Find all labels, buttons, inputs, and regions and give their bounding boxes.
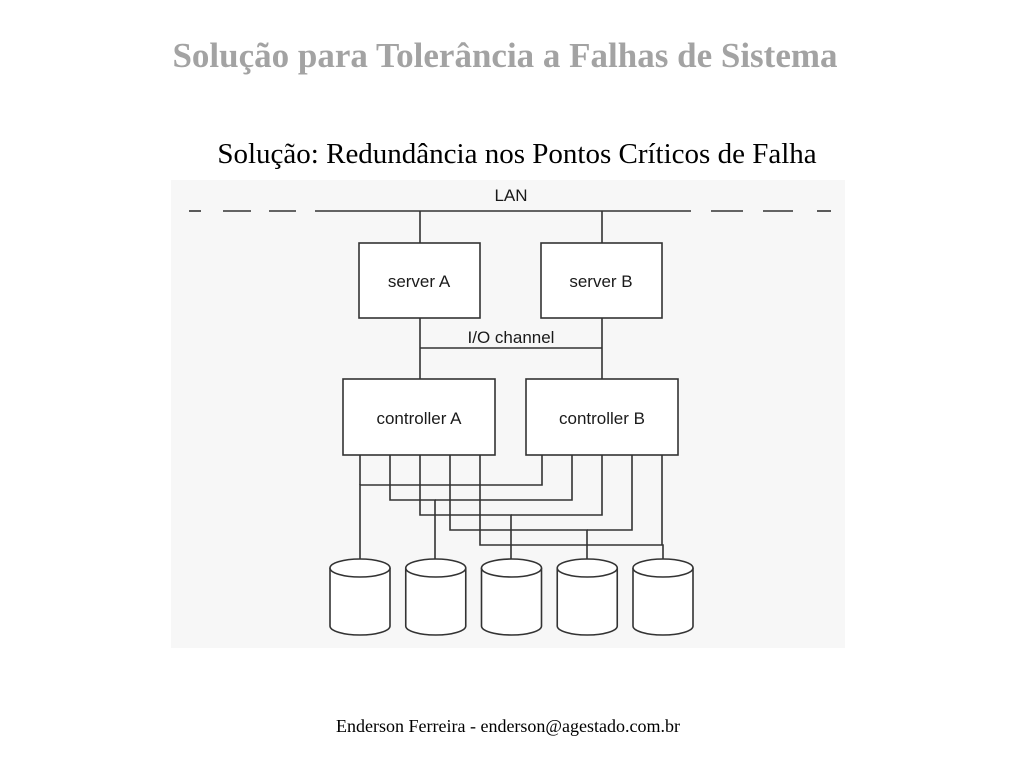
slide-subtitle: Solução: Redundância nos Pontos Críticos… [217, 138, 817, 170]
controller-a-disk-2-wire [389, 455, 436, 560]
disk-cylinder-top [556, 558, 619, 578]
server-b-label: server B [569, 272, 632, 291]
io-channel-label: I/O channel [468, 328, 555, 347]
controller-b-disk-1-wire [359, 455, 543, 560]
controller-a-label: controller A [376, 409, 462, 428]
disk-cylinder-body [329, 568, 391, 636]
server-a-box [358, 242, 481, 319]
controller-a-box [342, 378, 496, 456]
disk-cylinder-top [480, 558, 543, 578]
controller-b-disk-4-wire [587, 455, 633, 531]
diagram-canvas: LAN I/O channel server A server B contro… [171, 180, 845, 648]
server-b-box [540, 242, 663, 319]
disk-cylinder-body [480, 568, 543, 636]
controller-b-label: controller B [559, 409, 645, 428]
server-a-label: server A [388, 272, 451, 291]
controller-b-box [525, 378, 679, 456]
controller-b-disk-3-wire [511, 455, 603, 516]
disk-cylinder-body [404, 568, 467, 636]
disk-cylinder-top [329, 558, 391, 578]
disk-cylinder-top [632, 558, 694, 578]
lan-label: LAN [494, 186, 527, 205]
redundancy-diagram: LAN I/O channel server A server B contro… [171, 180, 845, 648]
disk-cylinder-top [404, 558, 467, 578]
disk-cylinder-body [632, 568, 694, 636]
slide-title: Solução para Tolerância a Falhas de Sist… [172, 36, 838, 75]
controller-b-disk-2-wire [435, 455, 573, 501]
footer-credit: Enderson Ferreira - enderson@agestado.co… [336, 716, 680, 736]
disk-cylinder-body [556, 568, 619, 636]
